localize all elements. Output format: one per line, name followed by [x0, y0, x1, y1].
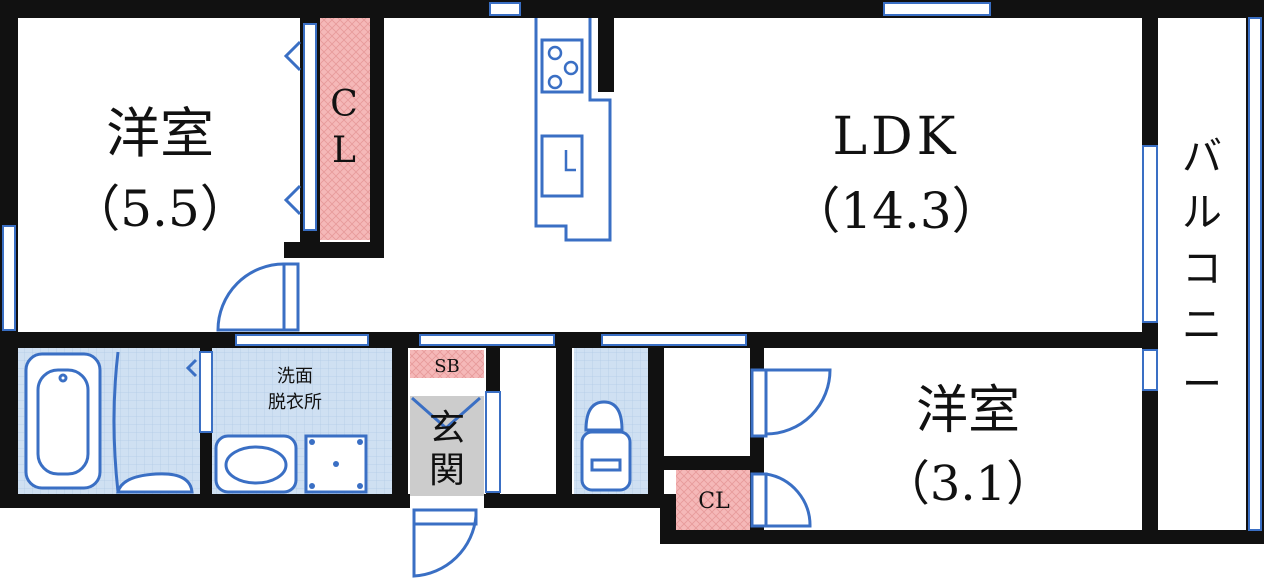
- closet-large-label-2: L: [332, 130, 356, 171]
- door-entrance[interactable]: [412, 508, 478, 526]
- washroom-label-2: 脱衣所: [268, 392, 322, 413]
- door-western-large[interactable]: [282, 262, 300, 332]
- washing-machine-pan-icon: [304, 434, 368, 494]
- ldk-size: （14.3）: [790, 182, 1001, 240]
- door-closet-small[interactable]: [750, 472, 768, 528]
- balcony-char: ー: [1182, 362, 1222, 408]
- windows: [2, 2, 1262, 531]
- balcony-char: コ: [1182, 246, 1222, 292]
- western-room-small-name: 洋室: [916, 381, 1020, 441]
- door-western-small[interactable]: [750, 368, 768, 438]
- balcony-label: バ ル コ ニ ー: [1182, 134, 1222, 408]
- closet-small-fill: [676, 468, 752, 530]
- doors: [216, 262, 832, 578]
- closet-marks: [283, 40, 481, 431]
- western-room-large-name: 洋室: [106, 102, 214, 165]
- kitchen-stove-icon: [547, 45, 579, 90]
- closet-large-label-1: C: [330, 84, 358, 125]
- washroom-label-1: 洗面: [277, 366, 313, 387]
- bath-fixtures: [24, 351, 632, 494]
- western-room-small-size: （3.1）: [882, 456, 1054, 512]
- toilet-icon: [580, 400, 632, 492]
- closet-small-label: CL: [698, 489, 730, 514]
- balcony-char: バ: [1182, 134, 1222, 180]
- ldk-name: LDK: [832, 107, 959, 167]
- entrance-label-2: 関: [429, 450, 465, 491]
- shoe-box-fill: [410, 350, 484, 378]
- entrance-floor: [410, 396, 484, 496]
- balcony-char: ニ: [1182, 302, 1222, 348]
- kitchen-counter: [534, 18, 612, 242]
- entrance-label-1: 玄: [429, 408, 465, 449]
- shoe-box-label: SB: [434, 356, 460, 377]
- closet-large-fill: [320, 18, 370, 240]
- western-room-large-size: （5.5）: [70, 180, 250, 238]
- sliding-doors: [199, 23, 747, 493]
- kitchen-sink-icon: [540, 134, 584, 198]
- balcony-char: ル: [1182, 190, 1222, 236]
